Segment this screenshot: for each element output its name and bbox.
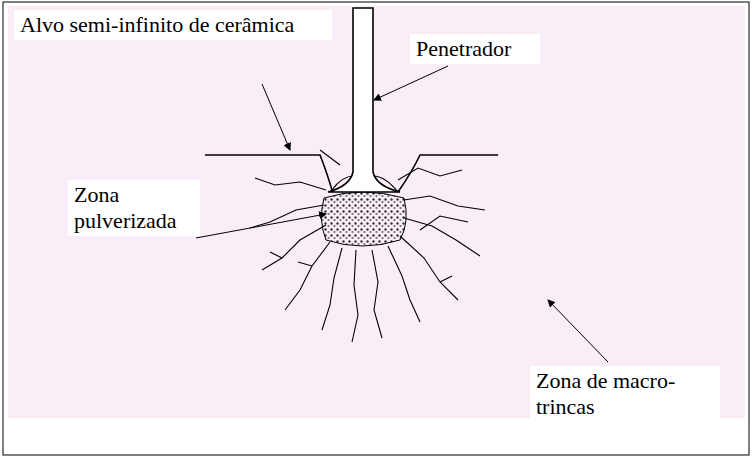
frame [3,2,749,455]
pulverized-zone [321,192,406,246]
label-text: Alvo semi-infinito de cerâmica [14,10,332,40]
label-text: Zona de macro-trincas [530,366,720,422]
macro-cracks [250,150,485,342]
target-surface [205,155,332,190]
label-text: Penetrador [410,34,540,64]
target-surface [398,155,498,192]
label-text: Zona pulverizada [68,180,200,236]
leader-lines [196,66,608,362]
background [8,6,745,418]
